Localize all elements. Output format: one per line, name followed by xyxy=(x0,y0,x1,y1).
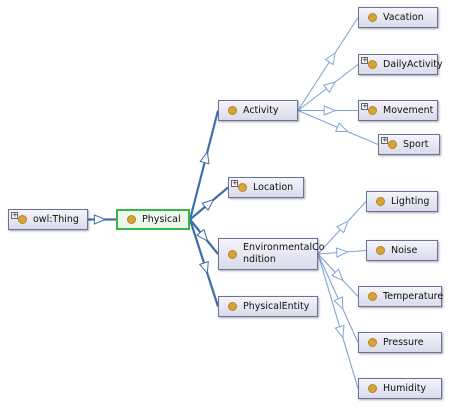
arrowhead-physical-physical_entity xyxy=(198,260,209,275)
expand-icon[interactable]: + xyxy=(361,56,368,64)
class-icon xyxy=(376,197,385,206)
node-label: DailyActivity xyxy=(383,58,443,70)
node-label: Activity xyxy=(243,104,279,116)
arrowhead-physical-environmental_condition xyxy=(196,228,209,242)
class-icon xyxy=(388,140,397,149)
node-label: owl:Thing xyxy=(33,213,79,225)
node-lighting[interactable]: Lighting xyxy=(366,191,438,212)
expand-icon[interactable]: + xyxy=(11,211,18,219)
class-icon xyxy=(228,106,237,115)
arrowhead-environmental_condition-pressure xyxy=(333,296,344,311)
class-icon xyxy=(368,60,377,69)
arrowhead-activity-daily_activity xyxy=(322,81,337,94)
node-daily-activity[interactable]: + DailyActivity xyxy=(358,54,443,75)
node-noise[interactable]: Noise xyxy=(366,240,438,261)
node-label: PhysicalEntity xyxy=(243,300,310,312)
edge-activity-vacation xyxy=(297,17,359,111)
node-label: Pressure xyxy=(383,336,424,348)
arrowhead-environmental_condition-humidity xyxy=(334,324,345,339)
node-physical-entity[interactable]: PhysicalEntity xyxy=(218,296,318,317)
class-icon xyxy=(376,246,385,255)
node-label: Location xyxy=(253,181,294,193)
arrowhead-activity-vacation xyxy=(324,51,336,66)
node-pressure[interactable]: Pressure xyxy=(358,332,442,353)
arrowhead-environmental_condition-noise xyxy=(335,247,350,258)
expand-icon[interactable]: + xyxy=(361,102,368,110)
arrowhead-owl_thing-physical xyxy=(93,214,107,225)
expand-icon[interactable]: + xyxy=(231,179,238,187)
node-label: Humidity xyxy=(383,382,427,394)
node-label: Sport xyxy=(403,138,429,150)
class-icon xyxy=(238,183,247,192)
expand-icon[interactable]: + xyxy=(381,136,388,144)
node-label: Movement xyxy=(383,104,434,116)
class-icon xyxy=(368,292,377,301)
node-label: Vacation xyxy=(383,11,424,23)
node-vacation[interactable]: Vacation xyxy=(358,7,438,28)
class-icon xyxy=(368,338,377,347)
arrowhead-environmental_condition-lighting xyxy=(336,220,349,234)
arrowhead-activity-movement xyxy=(323,105,337,116)
node-environmental-condition[interactable]: EnvironmentalCo ndition xyxy=(218,238,325,270)
class-icon xyxy=(228,302,237,311)
node-sport[interactable]: + Sport xyxy=(378,134,440,155)
arrowhead-activity-sport xyxy=(334,122,349,133)
node-temperature[interactable]: Temperature xyxy=(358,286,444,307)
node-label: Noise xyxy=(391,244,418,256)
arrowhead-environmental_condition-temperature xyxy=(331,268,344,282)
class-icon xyxy=(368,106,377,115)
class-icon xyxy=(127,215,136,224)
edge-environmental_condition-pressure xyxy=(317,253,359,343)
class-icon xyxy=(228,249,237,259)
node-humidity[interactable]: Humidity xyxy=(358,378,442,399)
arrowhead-physical-location xyxy=(201,198,215,212)
node-owl-thing[interactable]: + owl:Thing xyxy=(8,209,88,230)
class-icon xyxy=(368,13,377,22)
node-physical[interactable]: Physical xyxy=(116,209,190,230)
node-label: Temperature xyxy=(383,290,444,302)
node-movement[interactable]: + Movement xyxy=(358,100,438,121)
edge-environmental_condition-humidity xyxy=(317,253,359,389)
node-label: Physical xyxy=(142,213,181,225)
node-activity[interactable]: Activity xyxy=(218,100,298,121)
node-label: EnvironmentalCo ndition xyxy=(243,242,325,265)
edge-physical-activity xyxy=(188,110,220,220)
node-location[interactable]: + Location xyxy=(228,177,304,198)
node-label: Lighting xyxy=(391,195,430,207)
class-icon xyxy=(368,384,377,393)
class-icon xyxy=(18,215,27,224)
arrowhead-physical-activity xyxy=(199,150,210,165)
